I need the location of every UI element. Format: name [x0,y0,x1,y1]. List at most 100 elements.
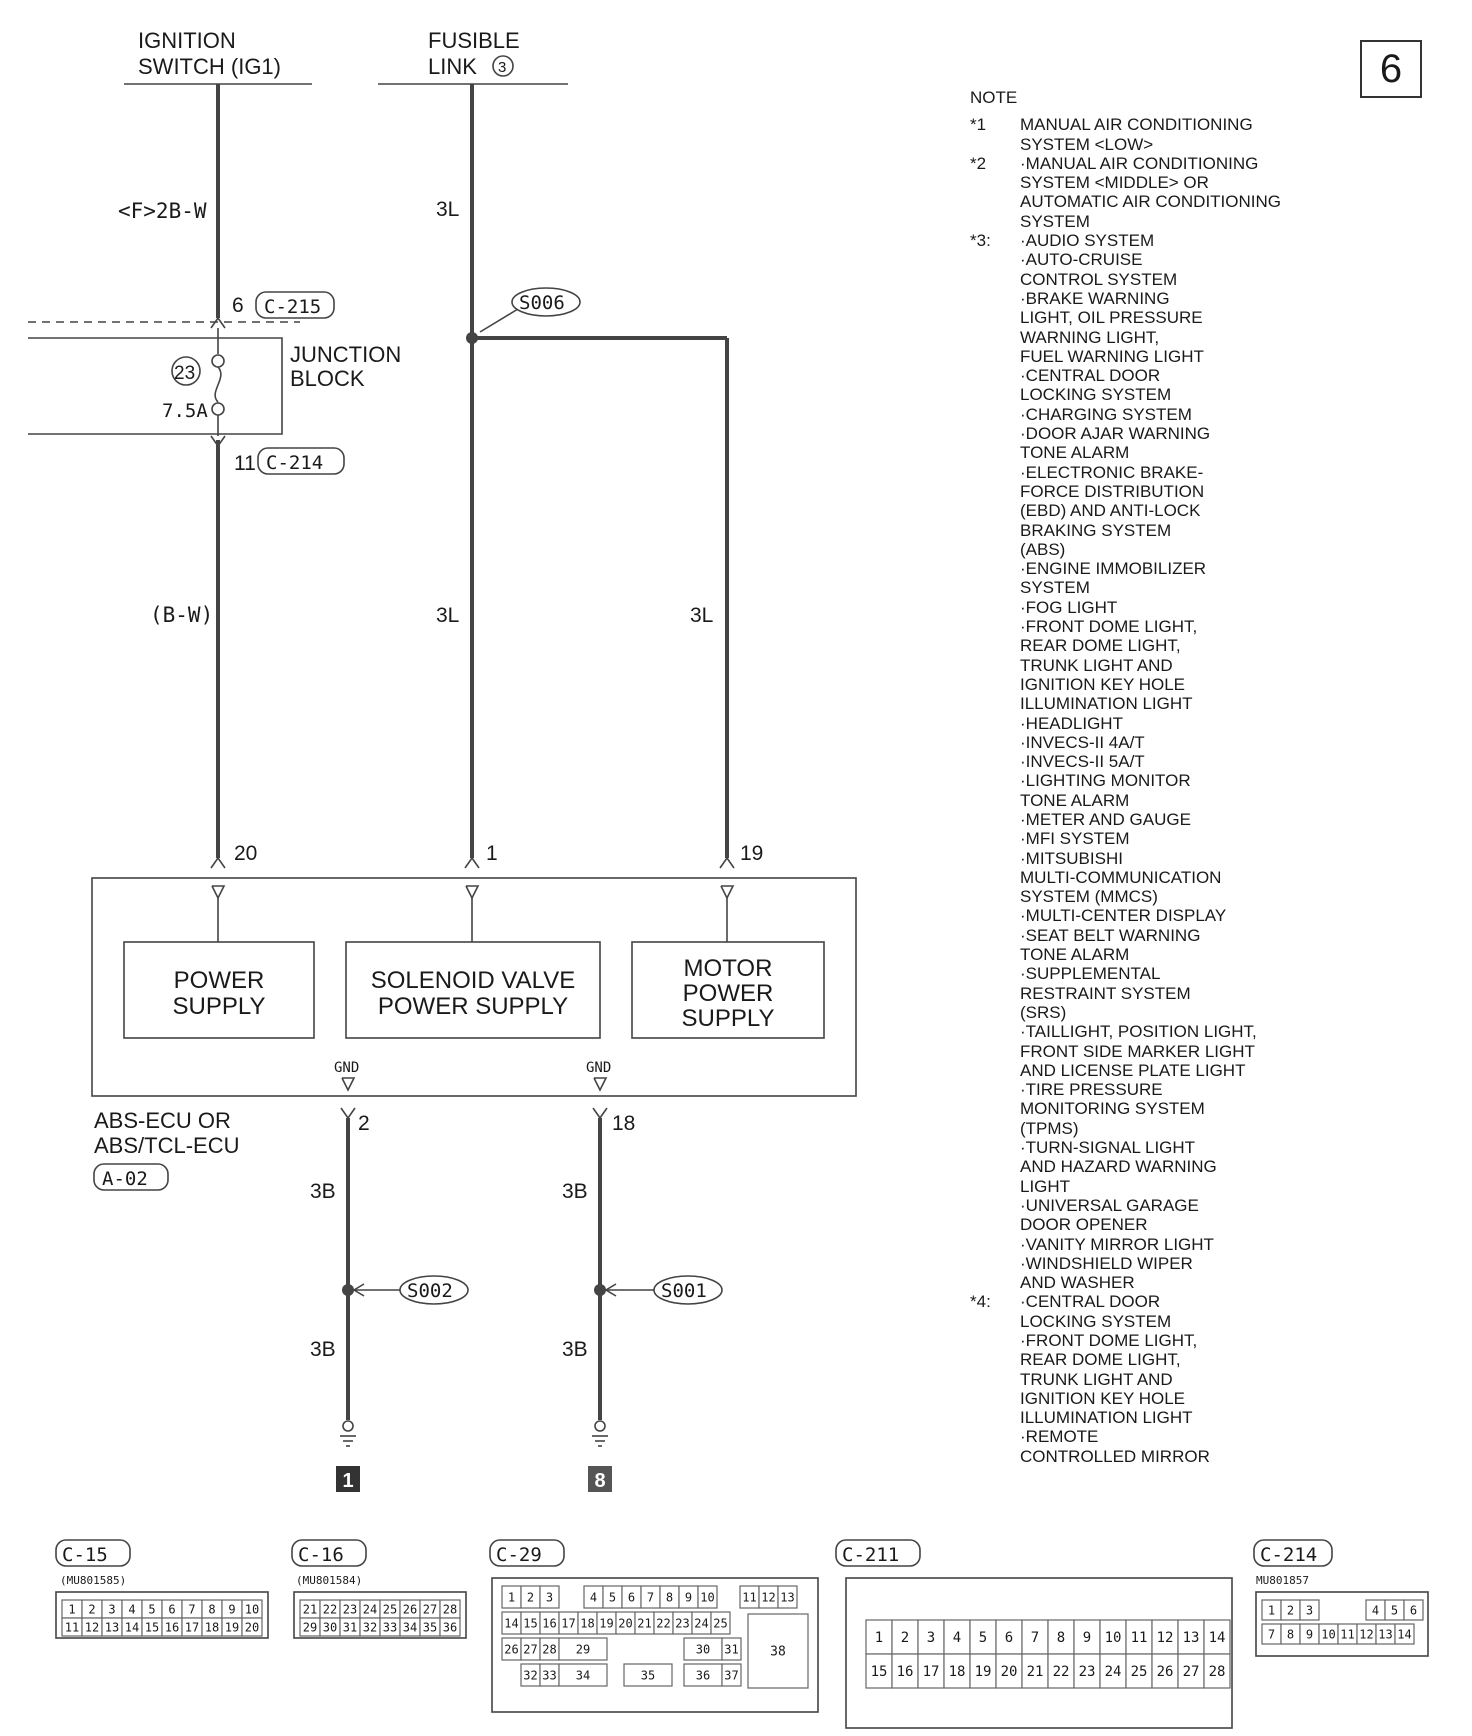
connector-pin-cell [558,1663,608,1687]
abs-ecu: POWER SUPPLY SOLENOID VALVE POWER SUPPLY… [91,877,857,1191]
note-line: ·TIRE PRESSURE [1020,1080,1163,1100]
note-line: (TPMS) [1020,1118,1079,1138]
connector-pin-label: 9 [685,1590,692,1604]
note-mark: *3: [970,231,991,251]
connector-pin-cell [721,1663,742,1687]
connector-pin-label: 17 [923,1664,940,1680]
note-line: (EBD) AND ANTI-LOCK [1020,501,1201,521]
connector-pin-label: 23 [675,1616,689,1630]
svg-text:3B: 3B [310,1338,336,1361]
connector-pin-label: 3 [546,1590,553,1604]
svg-text:POWER: POWER [683,980,774,1007]
connector-pin-label: 26 [403,1602,417,1616]
connector-pin-cell [1099,1619,1127,1655]
note-line: ·HEADLIGHT [1020,713,1123,733]
connector-pin-label: 28 [443,1602,457,1616]
connector-pin-label: 15 [145,1620,159,1634]
note-line: SYSTEM <MIDDLE> OR [1020,173,1209,193]
jb-out-pin: 11 [234,452,256,475]
jb-out-connector: C-214 [266,452,323,474]
connector-pin-cell [969,1653,997,1689]
note-line: ·METER AND GAUGE [1020,809,1191,829]
connector-pin-label: 26 [504,1642,518,1656]
note-line: ·MULTI-CENTER DISPLAY [1020,906,1227,926]
note-line: ·ENGINE IMMOBILIZER [1020,559,1207,579]
note-line: MONITORING SYSTEM [1020,1099,1205,1119]
connector-pin-label: 20 [618,1616,632,1630]
gnd-label-left: GND [334,1060,359,1076]
svg-text:(MU801585): (MU801585) [60,1574,126,1587]
connector-pin-label: 16 [542,1616,556,1630]
ecu-pin-1: 1 [486,842,498,865]
fuse-number: 23 [174,363,195,384]
connector-pin-label: 4 [953,1630,961,1646]
connector-pin-label: 6 [1005,1630,1013,1646]
note-line: WARNING LIGHT, [1020,327,1160,347]
ignition-circuit: <F>2B-W 6 C-215 JUNCTION BLOCK 23 7.5A 1… [28,84,401,869]
note-line: IGNITION KEY HOLE [1020,674,1186,694]
connector-pin-label: 9 [1083,1630,1091,1646]
connector-pin-cell [1125,1653,1153,1689]
note-line: ·FRONT DOME LIGHT, [1020,617,1198,637]
connector-pin-label: 3 [927,1630,935,1646]
svg-text:3B: 3B [562,1338,588,1361]
connector-pin-label: 19 [599,1616,613,1630]
fuse-rating: 7.5A [162,400,208,422]
connector-pin-label: 4 [590,1590,597,1604]
connector-pin-label: 14 [504,1616,518,1630]
jb-label-2: BLOCK [290,366,365,391]
note-line: SYSTEM [1020,211,1090,231]
connector-pin-label: 1 [508,1590,515,1604]
note-line: SYSTEM (MMCS) [1020,887,1158,907]
connector-pin-cell [710,1611,731,1635]
connector-pin-cell [865,1653,893,1689]
connector-pin-label: 5 [148,1602,155,1616]
note-line: ·FOG LIGHT [1020,597,1118,617]
note-line: MULTI-COMMUNICATION [1020,867,1222,887]
connector-pin-label: 15 [871,1664,888,1680]
ecu-pin-2: 2 [358,1112,370,1135]
connector-pin-label: 18 [580,1616,594,1630]
connector-pin-label: 22 [656,1616,670,1630]
note-line: FRONT SIDE MARKER LIGHT [1020,1041,1255,1061]
fusible-link-circuit: 3L S006 3L 3L 1 19 [436,84,763,869]
connector-pin-label: 8 [1287,1627,1294,1641]
svg-text:MU801857: MU801857 [1256,1574,1309,1587]
wire-code-ign-bottom: (B-W) [150,603,213,627]
connector-pin-label: 13 [1378,1627,1392,1641]
note-mark: *4: [970,1292,991,1312]
note-line: AUTOMATIC AIR CONDITIONING [1020,192,1281,212]
connector-pin-label: 25 [1131,1664,1148,1680]
connector-pin-label: 31 [724,1642,738,1656]
connector-pin-label: 24 [694,1616,708,1630]
connector-pin-label: 28 [1209,1664,1226,1680]
svg-text:C-15: C-15 [62,1544,108,1566]
ecu-pin-20: 20 [234,842,257,865]
connector-pin-label: 16 [165,1620,179,1634]
wire-code-fl-top: 3L [436,198,459,221]
connector-pin-label: 15 [523,1616,537,1630]
connector-pin-label: 16 [897,1664,914,1680]
page-number: 6 [1360,40,1422,98]
connector-pin-label: 29 [303,1620,317,1634]
note-line: ·CHARGING SYSTEM [1020,404,1192,424]
connector-pin-label: 2 [527,1590,534,1604]
connector-pin-label: 36 [696,1668,710,1682]
note-line: LOCKING SYSTEM [1020,385,1172,405]
connector-pin-label: 4 [1372,1603,1379,1617]
connector-pin-label: 20 [1001,1664,1018,1680]
connector-pin-cell [969,1619,997,1655]
connector-pin-label: 33 [542,1668,556,1682]
note-line: ·REMOTE [1020,1427,1099,1447]
note-line: (SRS) [1020,1002,1067,1022]
note-line: ·CENTRAL DOOR [1020,1292,1161,1312]
splice-s002: S002 [407,1280,453,1302]
svg-text:LINK: LINK [428,54,477,79]
svg-text:C-211: C-211 [842,1544,899,1566]
connector-pin-label: 5 [609,1590,616,1604]
note-line: REAR DOME LIGHT, [1020,1350,1181,1370]
